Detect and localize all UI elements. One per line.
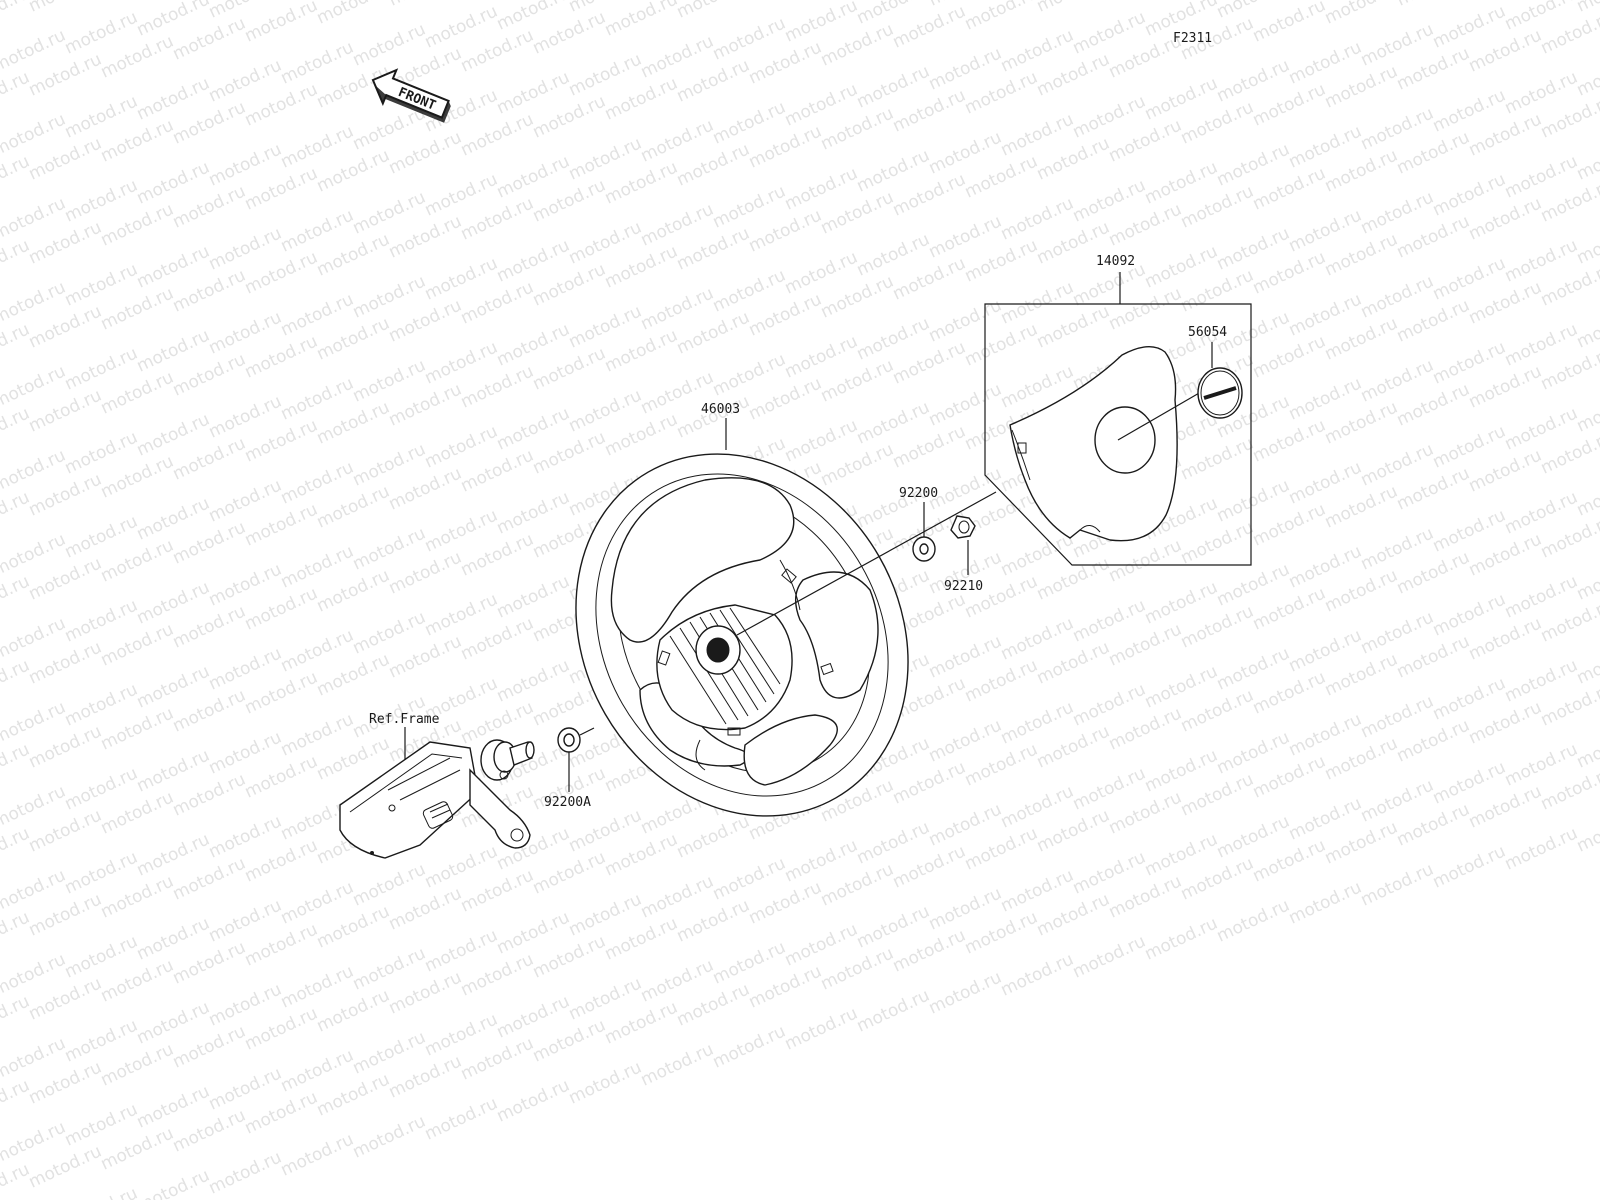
- watermark-text: motod.ru: [0, 907, 33, 958]
- watermark-text: motod.ru: [0, 67, 33, 118]
- watermark-text: motod.ru: [1502, 823, 1581, 874]
- watermark-text: motod.ru: [0, 655, 33, 706]
- callout-14092: 14092: [1096, 254, 1135, 269]
- watermark-text: motod.ru: [1430, 841, 1509, 892]
- watermark-text: motod.ru: [0, 151, 33, 202]
- watermark-text: motod.ru: [1574, 637, 1600, 688]
- watermark-text: motod.ru: [314, 0, 393, 29]
- watermark-text: motod.ru: [26, 0, 105, 17]
- watermark-text: motod.ru: [1286, 877, 1365, 928]
- cover-assembly-box: [984, 272, 1252, 566]
- watermark-text: motod.ru: [0, 319, 33, 370]
- watermark-text: motod.ru: [206, 1147, 285, 1198]
- watermark-text: motod.ru: [566, 1057, 645, 1108]
- watermark-text: motod.ru: [638, 1039, 717, 1090]
- watermark-text: motod.ru: [1574, 469, 1600, 520]
- watermark-text: motod.ru: [1574, 49, 1600, 100]
- watermark-text: motod.ru: [746, 0, 825, 5]
- watermark-text: motod.ru: [242, 0, 321, 47]
- watermark-text: motod.ru: [0, 403, 33, 454]
- watermark-text: motod.ru: [278, 1129, 357, 1180]
- watermark-text: motod.ru: [0, 823, 33, 874]
- watermark-text: motod.ru: [1394, 0, 1473, 11]
- watermark-text: motod.ru: [962, 0, 1041, 35]
- callout-92200: 92200: [899, 486, 938, 501]
- callout-92210: 92210: [944, 579, 983, 594]
- emblem-56054: [1197, 367, 1243, 419]
- watermark-text: motod.ru: [1574, 721, 1600, 772]
- callout-92200a: 92200A: [544, 795, 591, 810]
- watermark-text: motod.ru: [1574, 385, 1600, 436]
- watermark-text: motod.ru: [1322, 0, 1401, 29]
- callout-ref-frame: Ref.Frame: [369, 712, 440, 727]
- watermark-text: motod.ru: [0, 487, 33, 538]
- watermark-text: motod.ru: [0, 235, 33, 286]
- watermark-text: motod.ru: [674, 0, 753, 23]
- watermark-text: motod.ru: [1142, 913, 1221, 964]
- watermark-text: motod.ru: [1358, 859, 1437, 910]
- watermark-text: motod.ru: [710, 1021, 789, 1072]
- steering-wheel: [575, 453, 909, 817]
- washer-92200: [912, 536, 936, 562]
- watermark-text: motod.ru: [998, 949, 1077, 1000]
- watermark-text: motod.ru: [926, 967, 1005, 1018]
- watermark-text: motod.ru: [1574, 301, 1600, 352]
- watermark-text: motod.ru: [782, 1003, 861, 1054]
- watermark-text: motod.ru: [1250, 0, 1329, 47]
- watermark-text: motod.ru: [134, 1165, 213, 1200]
- watermark-text: motod.ru: [0, 991, 33, 1042]
- watermark-text: motod.ru: [1574, 217, 1600, 268]
- watermark-text: motod.ru: [1214, 895, 1293, 946]
- diagram-ref-code: F2311: [1173, 31, 1212, 46]
- horn-pad-cover: [1009, 346, 1178, 542]
- nut-92210: [950, 515, 976, 539]
- callout-56054: 56054: [1188, 325, 1227, 340]
- watermark-text: motod.ru: [1574, 805, 1600, 856]
- watermark-text: motod.ru: [602, 0, 681, 41]
- watermark-text: motod.ru: [854, 985, 933, 1036]
- watermark-text: motod.ru: [1574, 553, 1600, 604]
- watermark-text: motod.ru: [1070, 931, 1149, 982]
- watermark-text: motod.ru: [494, 1075, 573, 1126]
- watermark-text: motod.ru: [62, 1183, 141, 1200]
- watermark-text: motod.ru: [386, 0, 465, 11]
- watermark-text: motod.ru: [0, 1075, 33, 1126]
- watermark-text: motod.ru: [350, 1111, 429, 1162]
- callout-46003: 46003: [701, 402, 740, 417]
- steering-column-frame: [339, 739, 535, 859]
- watermark-text: motod.ru: [0, 739, 33, 790]
- watermark-text: motod.ru: [422, 1093, 501, 1144]
- watermark-text: motod.ru: [0, 571, 33, 622]
- washer-92200a: [557, 727, 581, 753]
- watermark-text: motod.ru: [1574, 133, 1600, 184]
- watermark-text: motod.ru: [1034, 0, 1113, 17]
